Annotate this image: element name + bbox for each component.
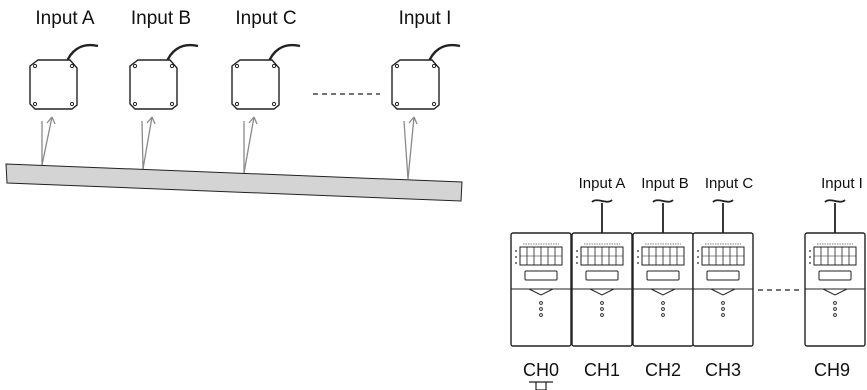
amplifier-unit-icon [571,199,633,347]
displacement-sensor-icon [391,43,461,180]
down-arrow-icon [529,381,553,390]
laser-beam [141,120,144,170]
reflected-beam [243,116,255,174]
amplifier-unit-icon [632,199,694,347]
sensor-label-a: Input A [35,8,94,29]
sensor-label-c: Input C [235,8,296,29]
amp-input-label-b: Input B [641,175,689,192]
channel-label-ch3: CH3 [705,360,741,380]
displacement-sensor-icon [29,43,99,166]
amp-input-label-a: Input A [579,175,626,192]
amplifier-unit-icon [804,199,866,347]
amplifier-bank: Input A Input B Input C Input I CH0 CH1 … [510,175,866,390]
displacement-sensor-icon [231,43,301,174]
laser-beam [403,120,409,180]
displacement-sensor-icon [129,43,199,170]
reflected-beam [142,116,153,170]
workpiece [5,163,463,202]
channel-label-ch2: CH2 [645,360,681,380]
sensor-array: Input A Input B Input C Input I [5,8,463,202]
amplifier-unit-icon [692,199,754,347]
channel-label-ch0: CH0 [523,360,559,380]
amp-input-label-i: Input I [821,175,863,192]
amplifier-unit-icon [510,232,572,347]
sensor-label-i: Input I [399,8,452,29]
channel-label-ch1: CH1 [584,360,620,380]
reflected-beam [41,116,53,166]
channel-label-ch9: CH9 [814,360,850,380]
reflected-beam [407,116,415,180]
amp-input-label-c: Input C [705,175,754,192]
sensor-label-b: Input B [131,8,191,29]
